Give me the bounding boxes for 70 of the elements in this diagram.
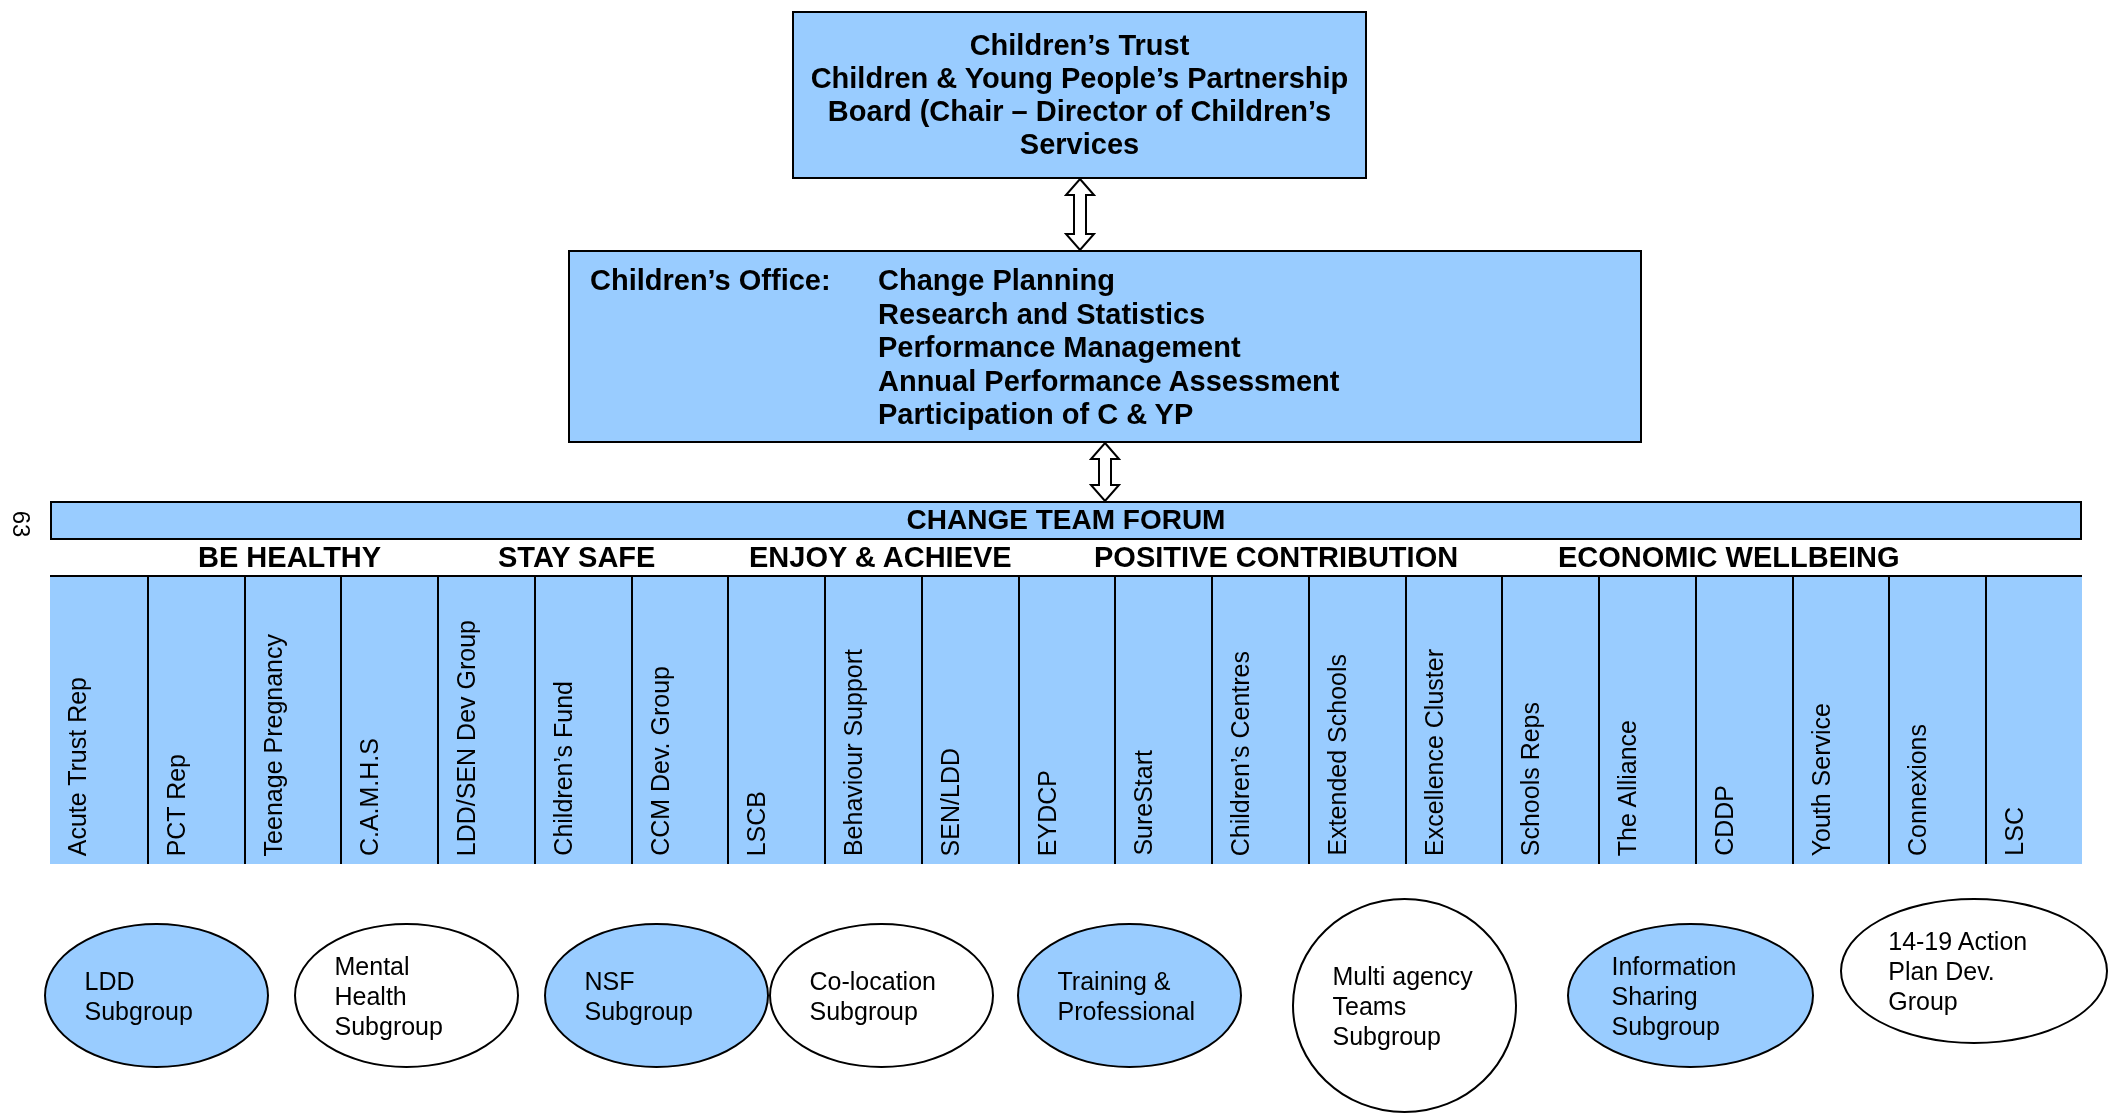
forum-heading: CHANGE TEAM FORUM bbox=[905, 503, 1227, 537]
member-column bbox=[146, 577, 244, 864]
member-column bbox=[1017, 577, 1115, 864]
member-column bbox=[1501, 577, 1599, 864]
member-name: Extended Schools bbox=[1321, 654, 1352, 856]
member-column bbox=[340, 577, 438, 864]
office-box bbox=[568, 250, 1642, 443]
member-name: Excellence Cluster bbox=[1418, 648, 1449, 856]
member-name: LDD/SEN Dev Group bbox=[451, 619, 482, 856]
page-number: 63 bbox=[7, 510, 36, 538]
list-item: Research and Statistics bbox=[878, 297, 1206, 331]
member-column bbox=[727, 577, 825, 864]
member-name: EYDCP bbox=[1031, 769, 1062, 856]
member-column bbox=[1598, 577, 1695, 864]
member-name: LSC bbox=[1999, 807, 2030, 856]
box-heading: Children’s Office: bbox=[590, 264, 831, 298]
subgroup-name: Multi agency Teams Subgroup bbox=[1332, 960, 1474, 1051]
member-column bbox=[1307, 577, 1405, 864]
member-name: Acute Trust Rep bbox=[62, 676, 92, 856]
theme-heading: POSITIVE CONTRIBUTION bbox=[1094, 540, 1459, 574]
member-column bbox=[50, 577, 147, 864]
member-name: Teenage Pregnancy bbox=[257, 633, 288, 856]
member-name: CDDP bbox=[1708, 785, 1739, 856]
member-name: SEN/LDD bbox=[934, 747, 965, 856]
member-name: Youth Service bbox=[1805, 702, 1836, 856]
member-column bbox=[1211, 577, 1308, 864]
member-name: The Alliance bbox=[1612, 719, 1643, 856]
list-item: Performance Management bbox=[878, 331, 1241, 365]
subgroup-name: Training & Professional bbox=[1057, 965, 1197, 1026]
member-name: CCM Dev. Group bbox=[644, 666, 675, 856]
forum-panel bbox=[50, 501, 2082, 862]
member-column bbox=[1985, 577, 2082, 864]
member-name: Schools Reps bbox=[1515, 701, 1546, 856]
box-heading: Children’s Trust bbox=[969, 29, 1190, 62]
subgroup-name: LDD Subgroup bbox=[84, 965, 194, 1026]
subgroup-name: 14-19 Action Plan Dev. Group bbox=[1888, 926, 2029, 1016]
board-box bbox=[792, 11, 1367, 179]
box-text: Children & Young People’s Partnership Board (Chair – Director of Children’s Services bbox=[809, 62, 1350, 161]
member-name: PCT Rep bbox=[160, 753, 191, 856]
subgroup-name: Co-location Subgroup bbox=[809, 965, 937, 1026]
subgroup-name: Information Sharing Subgroup bbox=[1611, 950, 1738, 1041]
subgroup-name: Mental Health Subgroup bbox=[334, 950, 444, 1041]
member-name: Children’s Fund bbox=[547, 681, 578, 856]
theme-heading: BE HEALTHY bbox=[198, 540, 382, 574]
theme-heading: ECONOMIC WELLBEING bbox=[1558, 540, 1900, 574]
member-column bbox=[243, 577, 341, 864]
member-column bbox=[437, 577, 534, 864]
member-column bbox=[1888, 577, 1986, 864]
member-name: Behaviour Support bbox=[838, 648, 869, 856]
theme-heading: STAY SAFE bbox=[498, 540, 656, 574]
member-column bbox=[1114, 577, 1212, 864]
member-name: C.A.M.H.S bbox=[354, 737, 385, 856]
member-column bbox=[533, 577, 631, 864]
list-item: Participation of C & YP bbox=[878, 398, 1194, 432]
member-column bbox=[630, 577, 728, 864]
member-name: SureStart bbox=[1128, 750, 1159, 856]
member-name: LSCB bbox=[741, 790, 772, 856]
double-arrow bbox=[1088, 441, 1122, 503]
subgroup-name: NSF Subgroup bbox=[584, 965, 694, 1026]
member-column bbox=[1694, 577, 1792, 864]
member-name: Children’s Centres bbox=[1225, 650, 1256, 856]
list-item: Change Planning bbox=[878, 264, 1115, 298]
member-column bbox=[1791, 577, 1889, 864]
list-item: Annual Performance Assessment bbox=[878, 364, 1340, 398]
member-name: Connexions bbox=[1902, 723, 1933, 856]
member-column bbox=[824, 577, 921, 864]
member-column bbox=[920, 577, 1018, 864]
theme-heading: ENJOY & ACHIEVE bbox=[749, 540, 1012, 574]
member-column bbox=[1404, 577, 1502, 864]
double-arrow bbox=[1063, 177, 1097, 252]
